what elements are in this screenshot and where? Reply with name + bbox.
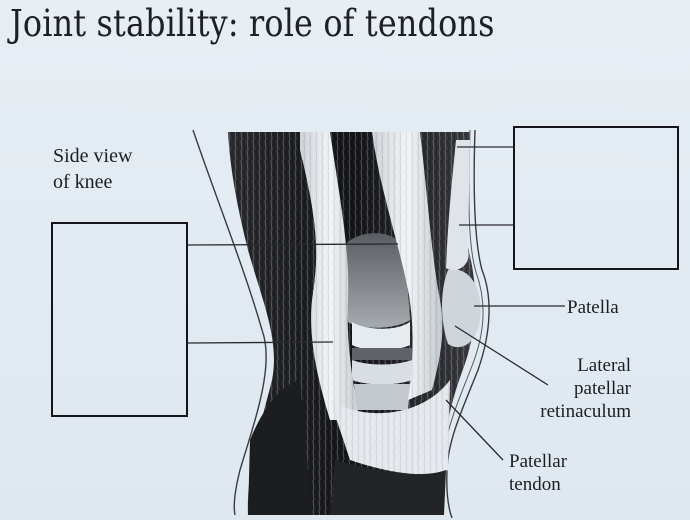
view-label-line1: Side view bbox=[53, 145, 133, 167]
answer-box-right[interactable] bbox=[513, 126, 679, 270]
label-lateral-line1: Lateral bbox=[577, 355, 631, 376]
label-patella: Patella bbox=[567, 297, 619, 318]
label-tendon-line2: tendon bbox=[509, 474, 561, 495]
label-lateral-line3: retinaculum bbox=[540, 401, 631, 422]
skin-outline-front bbox=[446, 129, 490, 519]
meniscus bbox=[352, 322, 410, 351]
label-lateral-patellar-retinaculum: Lateral patellar retinaculum bbox=[513, 354, 631, 423]
femur-condyle bbox=[342, 233, 410, 328]
patella bbox=[442, 269, 481, 348]
tibia-plateau bbox=[352, 360, 412, 385]
view-label: Side view of knee bbox=[53, 143, 132, 195]
view-label-line2: of knee bbox=[53, 171, 113, 193]
label-lateral-line2: patellar bbox=[574, 378, 631, 399]
page-title: Joint stability: role of tendons bbox=[10, 2, 495, 45]
label-tendon-line1: Patellar bbox=[509, 451, 568, 472]
skin-outline-back bbox=[192, 129, 267, 516]
leader-line-left-lower bbox=[187, 341, 334, 344]
leader-line-left-upper bbox=[187, 243, 399, 246]
answer-box-left[interactable] bbox=[51, 222, 188, 417]
leader-line-lateral-retinaculum bbox=[454, 325, 549, 386]
label-patellar-tendon: Patellar tendon bbox=[509, 450, 567, 496]
leader-line-patellar-tendon bbox=[445, 399, 504, 461]
